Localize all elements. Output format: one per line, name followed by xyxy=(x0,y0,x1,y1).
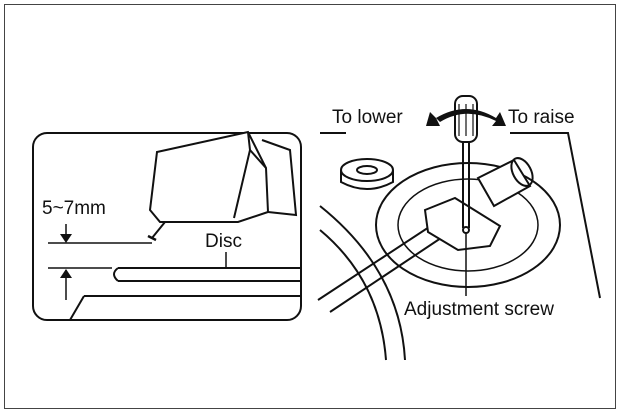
turntable-view xyxy=(317,95,601,361)
knob-center xyxy=(356,165,378,175)
disc-label: Disc xyxy=(205,231,242,252)
rotate-arrow-lower xyxy=(426,112,440,126)
to-raise-label: To raise xyxy=(508,107,575,128)
adjustment-screw xyxy=(462,226,470,234)
adjustment-screw-label: Adjustment screw xyxy=(404,299,554,320)
disc-edge xyxy=(113,267,119,282)
rotate-arrow-raise xyxy=(436,109,506,126)
to-lower-label: To lower xyxy=(332,107,403,128)
arrowhead-down xyxy=(60,234,72,243)
counterweight-end xyxy=(510,157,534,187)
cartridge-edge-2 xyxy=(249,149,267,169)
knob-side xyxy=(340,170,394,190)
deck-outline xyxy=(320,132,601,299)
screwdriver-shaft xyxy=(462,142,470,228)
counterweight xyxy=(476,158,532,208)
height-range-label: 5~7mm xyxy=(42,198,106,219)
arrowhead-up xyxy=(60,269,72,278)
inset-border xyxy=(32,132,302,321)
platter xyxy=(69,295,300,321)
dimension-arrowheads xyxy=(60,234,72,278)
diagram-frame xyxy=(4,4,616,409)
disc-surface xyxy=(118,267,300,282)
knob-top xyxy=(340,158,394,182)
rotation-arrows xyxy=(426,109,506,126)
height-detail-inset xyxy=(32,130,302,321)
platter-arc-inner xyxy=(319,229,387,361)
stylus-tip xyxy=(147,234,157,242)
platter-arc xyxy=(319,205,406,361)
headshell xyxy=(261,139,298,217)
stylus xyxy=(151,221,166,239)
